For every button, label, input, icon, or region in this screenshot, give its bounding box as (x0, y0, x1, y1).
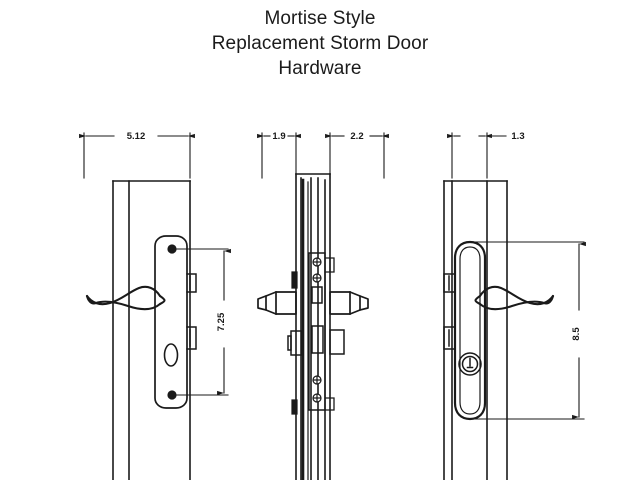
dimension-1-3 (447, 132, 507, 179)
dimension-7-25 (175, 248, 231, 396)
dimension-label-2-2: 2.2 (350, 131, 363, 142)
handle-spindle-left-center (257, 291, 297, 315)
escutcheon-plate-right-inner (459, 246, 481, 415)
screw-hole-bottom-left-view (167, 390, 177, 400)
handle-spindle-right-center (329, 291, 369, 315)
title-line-2: Replacement Storm Door (211, 33, 429, 54)
mortise-lock-case (308, 252, 326, 411)
thumbturn-oval-left (163, 343, 179, 367)
door-stile-left (112, 180, 191, 480)
key-cylinder-right (458, 352, 482, 376)
door-edge-panel (295, 173, 331, 480)
dimension-label-1-9: 1.9 (272, 131, 285, 142)
screw-hole-top-left-view (167, 244, 177, 254)
lever-handle-right (474, 285, 555, 311)
escutcheon-plate-left (154, 235, 188, 409)
dimension-label-1-3: 1.3 (511, 131, 524, 142)
dimension-8-5 (469, 241, 586, 420)
latch-tongue-left (186, 273, 197, 293)
dimension-1-9 (257, 132, 301, 179)
lock-faceplate-strip (301, 178, 309, 480)
dimension-label-5-12: 5.12 (127, 131, 146, 142)
case-tab-right (325, 257, 335, 273)
view-left-interior (85, 180, 197, 480)
escutcheon-plate-right (453, 240, 487, 421)
strike-keeper-right-center (329, 329, 345, 355)
latch-opening-center (311, 286, 323, 304)
strike-keeper-left-center (287, 330, 303, 356)
view-right-exterior (443, 180, 555, 480)
deadbolt-tongue-left (186, 326, 197, 350)
door-stile-right (443, 180, 508, 480)
edge-boss-lower (291, 399, 298, 415)
dimension-5-12 (79, 132, 195, 179)
title-line-1: Mortise Style (264, 8, 376, 29)
title-line-3: Hardware (278, 58, 362, 79)
dimension-label-8-5: 8.5 (571, 327, 582, 341)
deadbolt-opening-center (311, 325, 324, 354)
view-center-edge-section (257, 173, 369, 480)
lever-handle-left (85, 285, 166, 311)
faceplate-screws (312, 257, 322, 403)
dimension-2-2 (325, 132, 389, 179)
edge-boss-upper (291, 271, 298, 289)
dimension-label-7-25: 7.25 (216, 312, 227, 331)
deadbolt-tongue-right (443, 326, 456, 350)
latch-tongue-right (443, 273, 456, 293)
page-title: Mortise Style Replacement Storm Door Har… (0, 6, 640, 81)
case-tab-right-lower (325, 397, 335, 411)
